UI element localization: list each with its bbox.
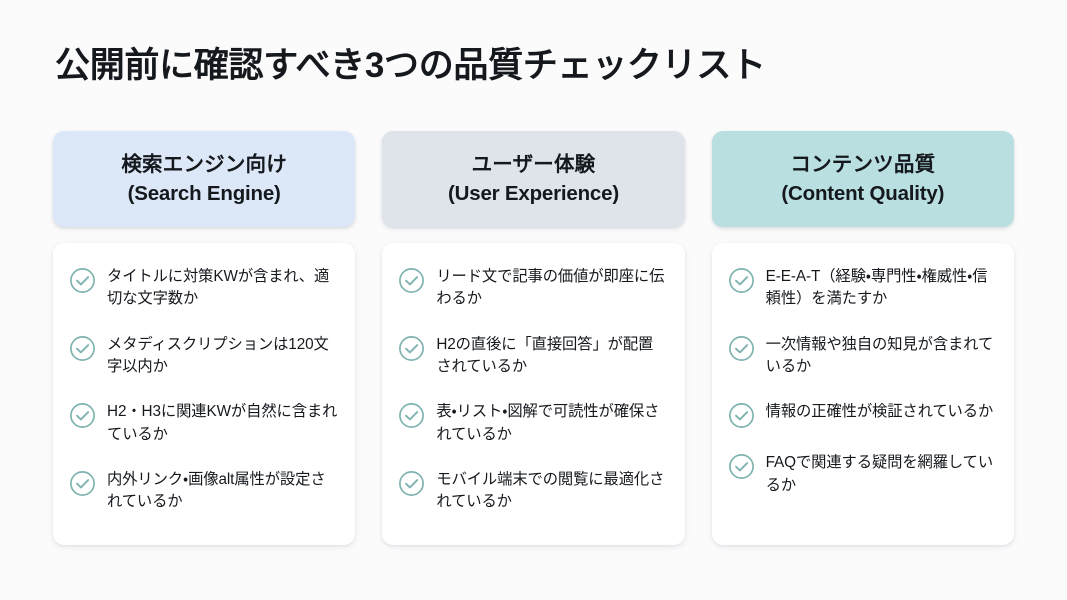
column-header-content-quality: コンテンツ品質 (Content Quality)	[711, 131, 1014, 227]
column-header-jp-label: ユーザー体験	[471, 153, 596, 177]
list-item[interactable]: 一次情報や独自の知見が含まれているか	[728, 333, 996, 379]
list-item[interactable]: H2・H3に関連KWが自然に含まれているか	[69, 400, 337, 446]
checklist-column-user-experience: ユーザー体験 (User Experience) リード文で記事の価値が即座に伝…	[382, 131, 685, 545]
column-header-search-engine: 検索エンジン向け (Search Engine)	[53, 131, 356, 227]
list-item-label: タイトルに対策KWが含まれ、適切な文字数か	[107, 268, 330, 308]
check-circle-icon	[728, 335, 755, 362]
column-header-jp-label: 検索エンジン向け	[121, 153, 287, 177]
list-item-label: H2・H3に関連KWが自然に含まれているか	[107, 403, 338, 443]
list-item-label: 情報の正確性が検証されているか	[765, 403, 994, 421]
check-circle-icon	[69, 470, 96, 497]
page-title: 公開前に確認すべき3つの品質チェックリスト	[55, 46, 766, 85]
list-item-label: H2の直後に「直接回答」が配置されているか	[436, 335, 654, 375]
column-header-en-label: (User Experience)	[448, 181, 619, 205]
column-header-jp-label: コンテンツ品質	[790, 153, 936, 177]
column-header-user-experience: ユーザー体験 (User Experience)	[382, 131, 685, 227]
check-circle-icon	[398, 335, 425, 362]
list-item[interactable]: メタディスクリプションは120文字以内か	[69, 333, 337, 379]
list-item-label: 表・リスト・図解で可読性が確保されているか	[436, 403, 660, 443]
column-body-search-engine: タイトルに対策KWが含まれ、適切な文字数か メタディスクリプションは120文字以…	[53, 243, 356, 545]
list-item[interactable]: リード文で記事の価値が即座に伝わるか	[398, 265, 666, 311]
list-item[interactable]: 表・リスト・図解で可読性が確保されているか	[398, 400, 666, 446]
check-circle-icon	[728, 453, 755, 480]
column-header-en-label: (Content Quality)	[781, 181, 945, 205]
check-circle-icon	[398, 402, 425, 429]
check-circle-icon	[398, 470, 425, 497]
list-item-label: E-E-A-T（経験・専門性・権威性・信頼性）を満たすか	[765, 268, 988, 308]
list-item[interactable]: タイトルに対策KWが含まれ、適切な文字数か	[69, 265, 337, 311]
column-body-user-experience: リード文で記事の価値が即座に伝わるか H2の直後に「直接回答」が配置されているか…	[382, 243, 685, 545]
check-circle-icon	[69, 335, 96, 362]
list-item[interactable]: モバイル端末での閲覧に最適化されているか	[398, 468, 666, 514]
column-body-content-quality: E-E-A-T（経験・専門性・権威性・信頼性）を満たすか 一次情報や独自の知見が…	[711, 243, 1014, 545]
list-item-label: モバイル端末での閲覧に最適化されているか	[436, 470, 665, 511]
list-item-label: FAQで関連する疑問を網羅しているか	[765, 454, 994, 494]
list-item[interactable]: H2の直後に「直接回答」が配置されているか	[398, 333, 666, 379]
check-circle-icon	[69, 267, 96, 294]
column-header-en-label: (Search Engine)	[127, 181, 281, 205]
list-item-label: リード文で記事の価値が即座に伝わるか	[436, 268, 665, 308]
list-item[interactable]: 内外リンク・画像alt属性が設定されているか	[69, 468, 337, 514]
check-circle-icon	[69, 402, 96, 429]
checklist-column-content-quality: コンテンツ品質 (Content Quality) E-E-A-T（経験・専門性…	[711, 131, 1014, 545]
check-circle-icon	[728, 402, 755, 429]
list-item-label: 一次情報や独自の知見が含まれているか	[765, 335, 994, 375]
list-item-label: 内外リンク・画像alt属性が設定されているか	[107, 470, 326, 511]
check-circle-icon	[728, 267, 755, 294]
list-item[interactable]: FAQで関連する疑問を網羅しているか	[728, 451, 996, 497]
list-item-label: メタディスクリプションは120文字以内か	[107, 335, 329, 375]
check-circle-icon	[398, 267, 425, 294]
list-item[interactable]: 情報の正確性が検証されているか	[728, 400, 996, 429]
checklist-column-search-engine: 検索エンジン向け (Search Engine) タイトルに対策KWが含まれ、適…	[53, 131, 356, 545]
list-item[interactable]: E-E-A-T（経験・専門性・権威性・信頼性）を満たすか	[728, 265, 996, 311]
checklist-columns: 検索エンジン向け (Search Engine) タイトルに対策KWが含まれ、適…	[53, 131, 1014, 545]
